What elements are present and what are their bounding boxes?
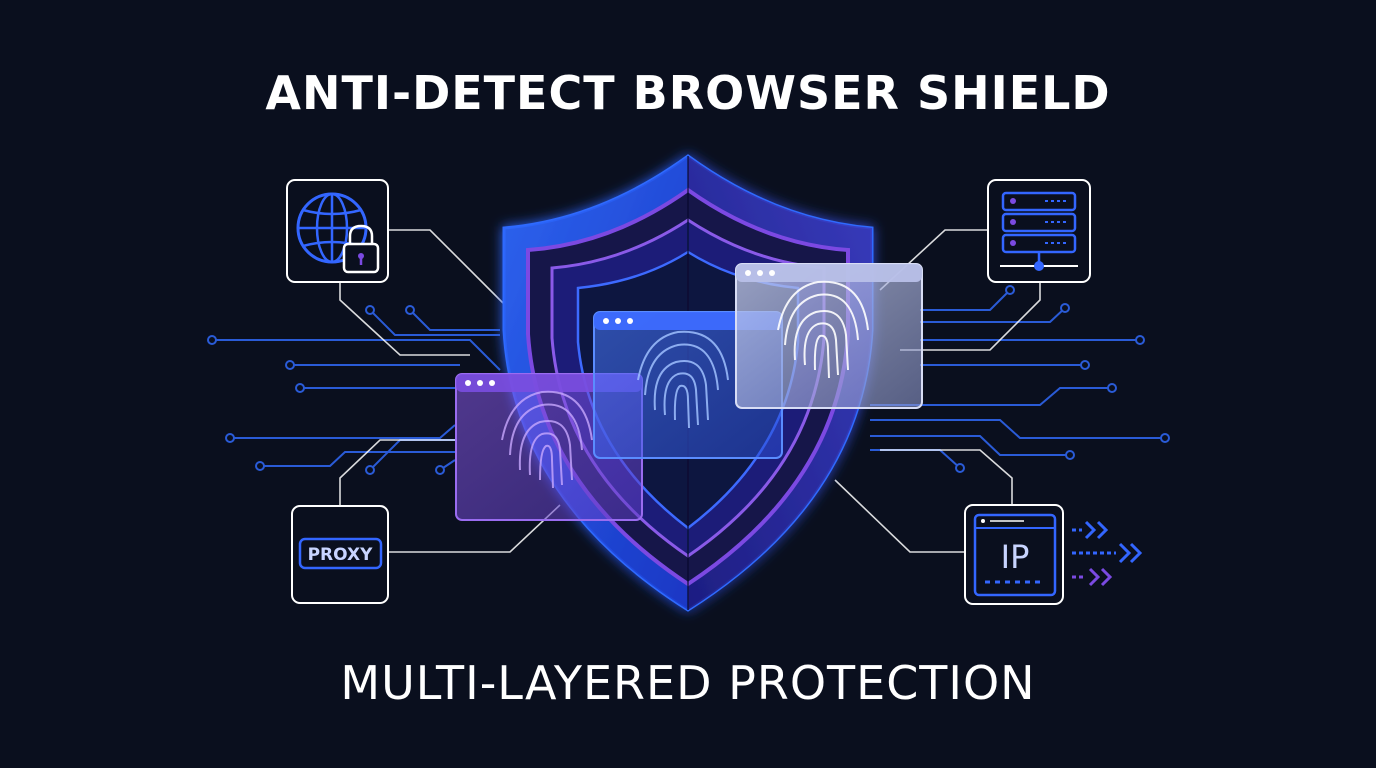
ip-arrows [1072,520,1143,587]
proxy-box: PROXY [291,505,389,604]
fingerprint-icon [637,330,729,429]
page-title: ANTI-DETECT BROWSER SHIELD [265,66,1111,120]
proxy-label: PROXY [308,545,374,565]
fingerprint-icon [501,390,593,489]
page-subtitle: MULTI-LAYERED PROTECTION [340,656,1036,710]
ip-label: IP [1001,538,1030,576]
server-rack-icon [1000,191,1078,271]
left-circuit-nodes [207,305,445,475]
fingerprint-icon [777,280,869,379]
server-box [987,179,1091,283]
browser-window-light [735,263,923,409]
ip-box: IP [964,504,1064,605]
globe-lock-box [286,179,389,283]
globe-with-lock-icon [296,192,380,274]
right-circuit-nodes [955,285,1170,473]
